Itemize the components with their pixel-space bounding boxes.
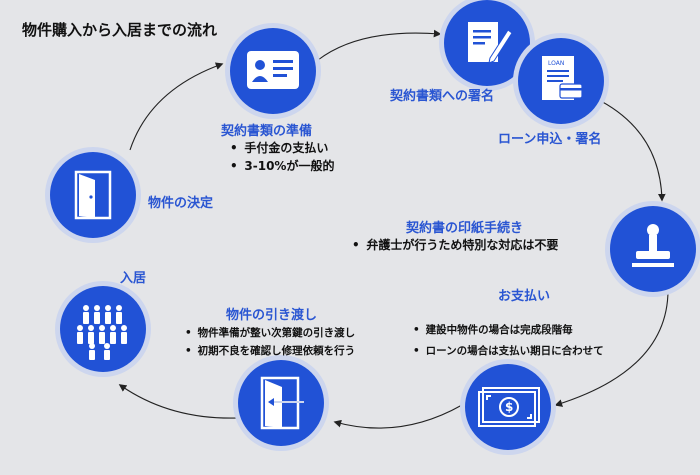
- key-handover-door-icon: [260, 376, 304, 430]
- arrow-decision-to-prep: [129, 62, 224, 151]
- payment-bullet: ローンの場合は支払い期日に合わせて: [413, 343, 604, 358]
- loan-step-circle: LOAN: [518, 38, 604, 124]
- money-icon: $: [478, 387, 540, 427]
- door-icon: [74, 170, 112, 220]
- prep-bullet: 手付金の支払い: [230, 139, 328, 156]
- arrow-stamp-to-payment: [554, 289, 669, 407]
- payment-bullet: 建設中物件の場合は完成段階毎: [413, 322, 573, 337]
- arrow-loan-to-stamp: [594, 97, 666, 202]
- page-title: 物件購入から入居までの流れ: [22, 21, 218, 39]
- handover-step-circle: [238, 360, 324, 446]
- arrow-payment-to-handover: [333, 404, 463, 429]
- stamp-bullet: 弁護士が行うため特別な対応は不要: [352, 236, 558, 253]
- stamp-step-circle: [610, 206, 696, 292]
- svg-text:$: $: [505, 400, 513, 414]
- decision-step-circle: [50, 152, 136, 238]
- prep-step-circle: [230, 28, 316, 114]
- sign-step-circle: [444, 0, 530, 86]
- prep-bullet: 3-10%が一般的: [230, 157, 334, 174]
- decision-label: 物件の決定: [148, 196, 214, 211]
- handover-bullet: 物件準備が整い次第鍵の引き渡し: [185, 325, 356, 340]
- sign-label: 契約書類への署名: [390, 89, 495, 104]
- stamp-label: 契約書の印紙手続き: [406, 221, 524, 236]
- loan-document-icon: LOAN: [542, 56, 583, 100]
- arrow-prep-to-sign: [317, 29, 442, 61]
- arrow-handover-to-movein: [118, 384, 239, 419]
- id-card-icon: [247, 51, 299, 89]
- payment-step-circle: $: [465, 364, 551, 450]
- handover-label: 物件の引き渡し: [226, 308, 318, 323]
- handover-bullet: 初期不良を確認し修理依頼を行う: [185, 343, 356, 358]
- people-group-icon: [77, 305, 127, 360]
- contract-signing-icon: [468, 22, 513, 64]
- prep-label: 契約書類の準備: [221, 124, 313, 139]
- payment-label: お支払い: [498, 289, 551, 304]
- loan-label: ローン申込・署名: [498, 132, 602, 147]
- movein-label: 入居: [120, 271, 147, 286]
- movein-step-circle: [60, 286, 146, 372]
- svg-text:LOAN: LOAN: [548, 60, 564, 67]
- stamp-icon: [632, 224, 674, 267]
